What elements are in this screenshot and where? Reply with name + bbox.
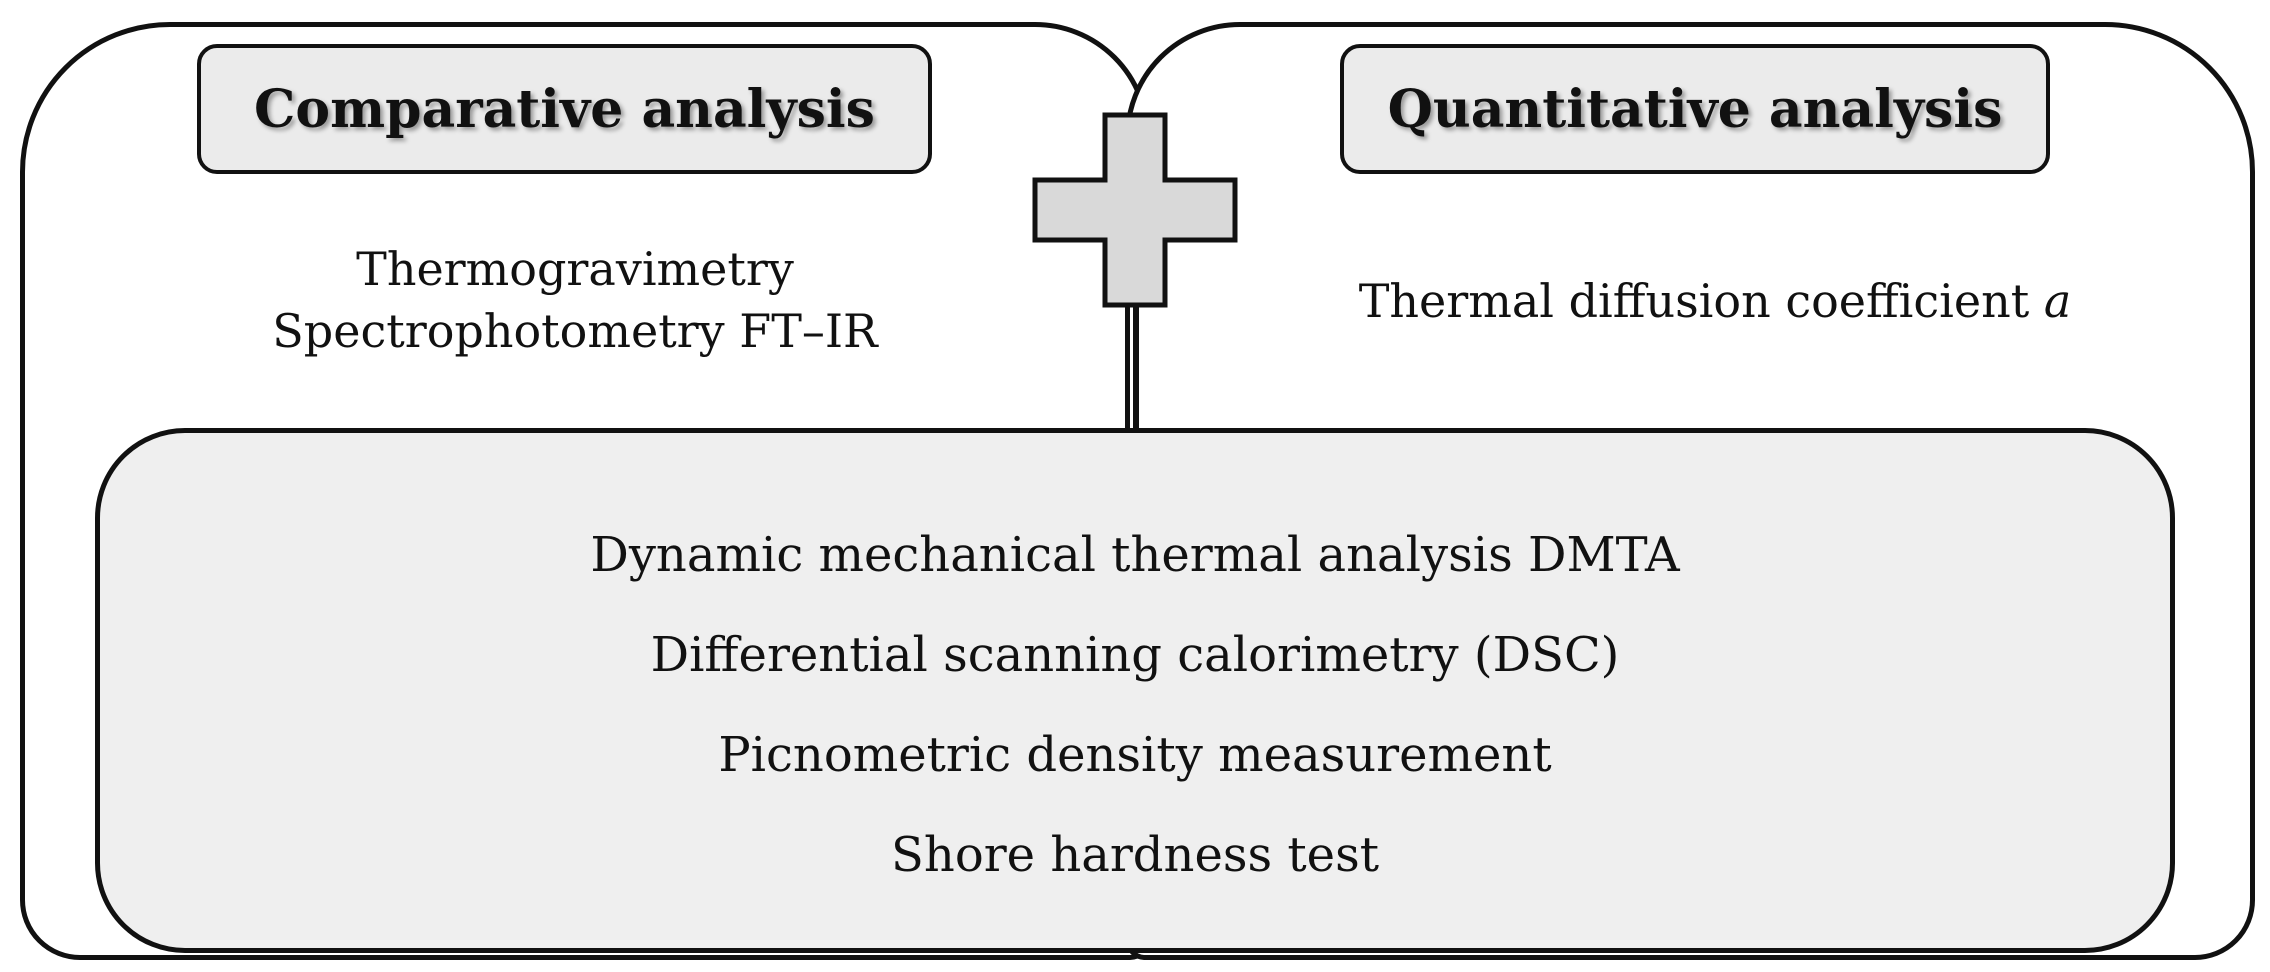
quantitative-methods-list: Thermal diffusion coefficient a: [1275, 270, 2155, 332]
plus-icon: [1032, 112, 1238, 308]
method-dsc: Differential scanning calorimetry (DSC): [650, 627, 1620, 683]
comparative-analysis-title: Comparative analysis: [254, 78, 875, 140]
connector-line: [1133, 300, 1139, 435]
shared-methods-box: [95, 428, 2175, 953]
quantitative-analysis-title: Quantitative analysis: [1387, 78, 2003, 140]
method-spectrophotometry: Spectrophotometry FT–IR: [272, 304, 878, 358]
quantitative-analysis-header: Quantitative analysis: [1340, 44, 2050, 174]
comparative-analysis-header: Comparative analysis: [197, 44, 932, 174]
shared-methods-list: Dynamic mechanical thermal analysis DMTA…: [95, 505, 2175, 905]
thermal-diffusion-symbol: a: [2043, 274, 2072, 328]
method-picnometric-density: Picnometric density measurement: [718, 727, 1552, 783]
method-thermal-diffusion: Thermal diffusion coefficient: [1358, 274, 2044, 328]
method-thermogravimetry: Thermogravimetry: [356, 242, 794, 296]
comparative-methods-list: Thermogravimetry Spectrophotometry FT–IR: [215, 238, 935, 362]
method-shore-hardness: Shore hardness test: [891, 827, 1379, 883]
method-dmta: Dynamic mechanical thermal analysis DMTA: [590, 527, 1680, 583]
